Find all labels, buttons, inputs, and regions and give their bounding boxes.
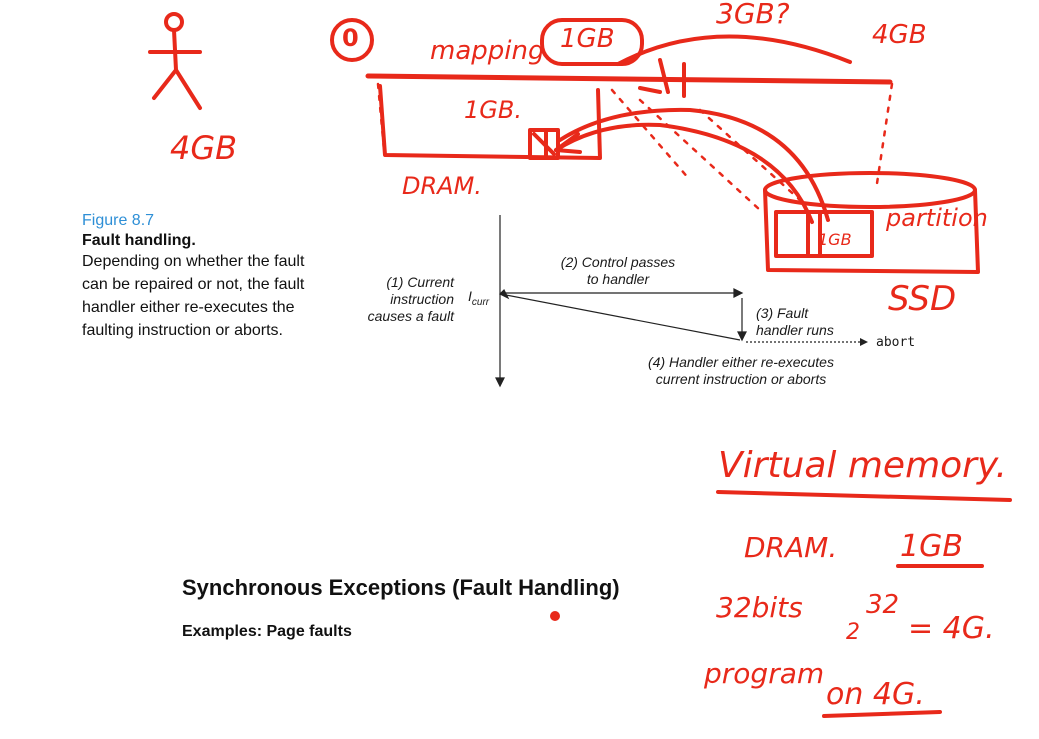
abort-arrowhead (860, 338, 868, 346)
slide-title: Synchronous Exceptions (Fault Handling) (182, 575, 620, 600)
step3-label: (3) Fault handler runs (756, 305, 834, 338)
ssd-cylinder-sides (763, 188, 980, 274)
hw-mapping-box: 1GB (560, 24, 615, 54)
timeline-arrowhead (495, 377, 505, 388)
hw-pow-exp: 32 (866, 590, 900, 620)
mapping-dashed-3 (698, 108, 802, 202)
dram-block-hatch (532, 128, 556, 160)
icurr-label: Icurr (468, 288, 490, 308)
hw-person-size: 4GB (170, 129, 238, 167)
hw-mapping: mapping (430, 36, 545, 66)
return-arrowhead (498, 288, 510, 300)
ssd-block-hatch (806, 212, 822, 258)
mapping-dashed-2 (638, 98, 762, 212)
zero-circle (330, 18, 374, 62)
control-pass-arrowhead (733, 288, 744, 298)
figure-body: Depending on whether the fault can be re… (82, 253, 305, 339)
hw-dram-inner: 1GB. (464, 96, 522, 124)
step2-label: (2) Control passes to handler (560, 254, 676, 287)
stick-figure-head (164, 12, 184, 32)
mapping-dashed-1 (610, 88, 692, 182)
on4g-underline (822, 710, 942, 718)
hw-partition: partition (886, 204, 988, 232)
hw-virtual-memory: Virtual memory. (718, 445, 1007, 486)
hw-pow-result: = 4G. (908, 611, 995, 646)
hw-ssd-block: 1GB (818, 230, 852, 249)
hw-program: program (704, 657, 825, 690)
figure-caption: Figure 8.7 Fault handling. Depending on … (82, 212, 332, 342)
figure-title: Fault handling. (82, 232, 196, 249)
ssd-block (774, 210, 874, 258)
memory-bar (365, 73, 893, 85)
bar-tick-marks (638, 58, 686, 98)
step1-label: (1) Current instruction causes a fault (367, 274, 454, 324)
hw-on-4g: on 4G. (826, 677, 925, 712)
hw-dram-size-value: 1GB (900, 529, 963, 564)
figure-label: Figure 8.7 (82, 212, 155, 229)
hw-top-right: 4GB (872, 20, 927, 50)
swap-arrow-2 (554, 122, 814, 224)
virtual-memory-underline (716, 490, 1012, 502)
hw-dram-size-label: DRAM. (744, 531, 838, 564)
mapping-box (540, 18, 644, 66)
stick-figure-body (148, 28, 202, 110)
hw-zero: 0 (342, 24, 359, 52)
hw-pow-base: 2 (846, 620, 860, 645)
hw-question: 3GB? (716, 0, 790, 30)
slide-subtitle: Examples: Page faults (182, 623, 352, 640)
swap-arrow-1 (558, 107, 830, 222)
hw-ssd-label: SSD (888, 279, 957, 319)
mapping-arc (616, 34, 852, 66)
step4-label: (4) Handler either re-executes current i… (648, 354, 834, 387)
hw-bits: 32bits (716, 591, 803, 624)
pointer-dot (550, 611, 560, 621)
hw-dram-label: DRAM. (402, 172, 482, 200)
return-arrow (505, 294, 741, 341)
dram-dashed-edge (376, 82, 386, 152)
handler-run-arrowhead (737, 331, 747, 342)
swap-arrowhead (554, 132, 582, 154)
abort-label: abort (876, 335, 916, 350)
